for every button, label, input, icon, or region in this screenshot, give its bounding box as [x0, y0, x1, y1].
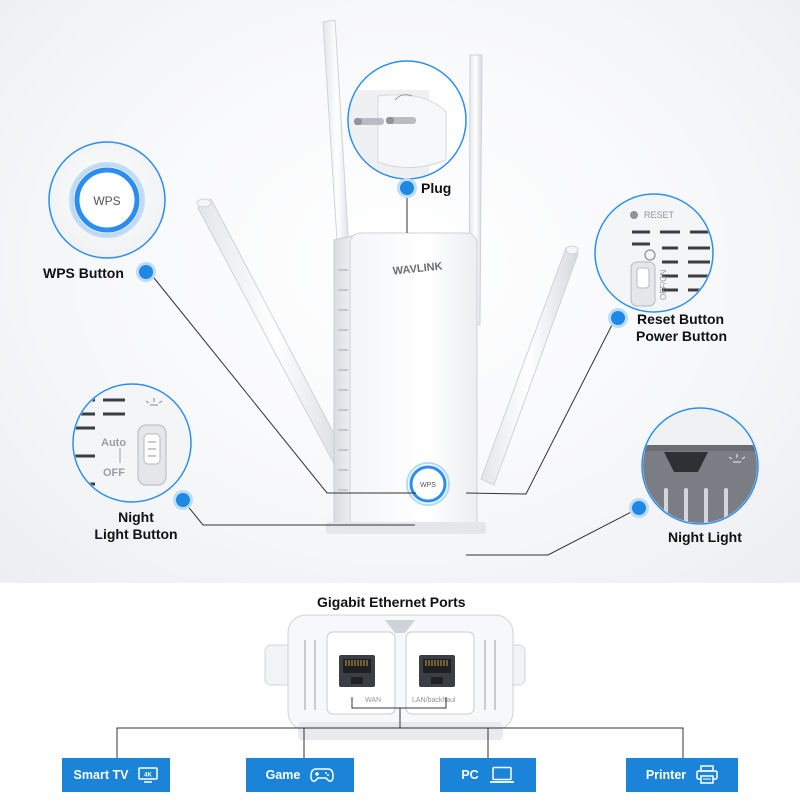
device-game-label: Game — [265, 768, 301, 782]
night-button-label-line2: Light Button — [94, 526, 178, 542]
wps-callout-dot — [139, 265, 153, 279]
wps-button-label: WPS Button — [43, 265, 124, 281]
antenna-left-outer — [196, 198, 353, 476]
zoom-wps: WPS — [48, 141, 166, 259]
zoom-reset-power: RESET OFF/ON — [594, 193, 714, 313]
night-light-callout-dot — [632, 501, 646, 515]
printer-icon — [696, 765, 718, 784]
ethernet-title: Gigabit Ethernet Ports — [317, 594, 466, 610]
reset-callout-dot — [611, 311, 625, 325]
callout-lines — [149, 196, 640, 556]
device-pc-label: PC — [461, 768, 479, 782]
tv-icon: 4K — [138, 767, 159, 783]
device-pc[interactable]: PC — [440, 758, 536, 792]
ethernet-device — [264, 614, 526, 740]
zoom-wps-label: WPS — [93, 194, 120, 208]
device-printer-label: Printer — [645, 768, 687, 782]
night-button-callout-dot — [176, 493, 190, 507]
device-printer[interactable]: Printer — [626, 758, 738, 792]
zoom-night-light-button: Auto OFF — [72, 383, 192, 503]
port-wan-label: WAN — [365, 697, 381, 704]
zoom-night-light — [641, 407, 759, 525]
zoom-off-label: OFF — [103, 467, 125, 479]
device-smart-tv[interactable]: Smart TV 4K — [62, 758, 170, 792]
device-game[interactable]: Game — [246, 758, 354, 792]
device-logo: WAVLINK — [392, 260, 443, 277]
power-button-label: Power Button — [636, 328, 727, 344]
device-smart-tv-label: Smart TV — [73, 768, 129, 782]
zoom-reset-label: RESET — [644, 210, 675, 220]
zoom-power-label: OFF/ON — [659, 270, 668, 300]
port-lan-label: LAN/backhaul — [412, 697, 456, 704]
plug-callout-dot — [400, 181, 414, 195]
night-button-label-line1: Night — [118, 509, 154, 525]
night-light-label: Night Light — [668, 529, 742, 545]
gamepad-icon — [310, 768, 335, 782]
laptop-icon — [489, 766, 514, 783]
connection-tree — [116, 697, 684, 761]
device-wps-label: WPS — [420, 482, 436, 489]
zoom-auto-label: Auto — [101, 437, 126, 449]
reset-button-label: Reset Button — [637, 311, 725, 327]
zoom-plug — [347, 60, 467, 180]
extender-body — [326, 232, 486, 534]
plug-label: Plug — [421, 180, 452, 196]
tv-icon-4k: 4K — [145, 773, 153, 779]
antenna-right-outer — [480, 245, 579, 486]
device-wps-button[interactable]: WPS — [406, 462, 450, 506]
